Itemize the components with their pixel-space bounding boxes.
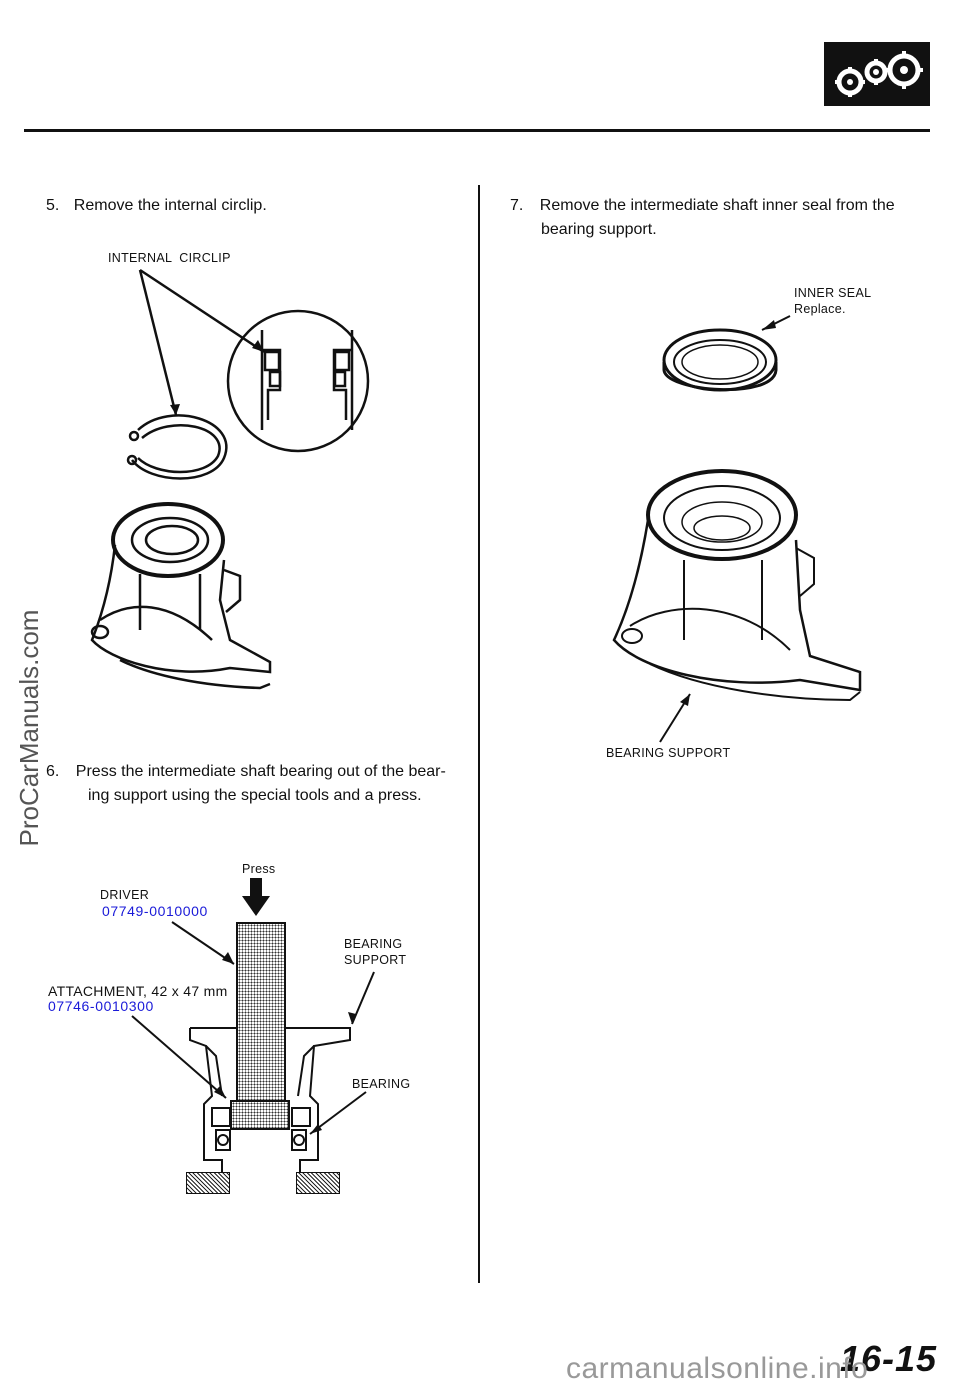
step-6-line1: Press the intermediate shaft bearing out… <box>75 763 446 780</box>
column-divider <box>478 185 480 1283</box>
bearing-support-label: BEARING SUPPORT <box>344 936 406 968</box>
gears-icon <box>824 42 930 106</box>
attachment-label: ATTACHMENT, 42 x 47 mm <box>48 983 228 999</box>
driver-shaft <box>236 922 286 1102</box>
page-number: 16-15 <box>840 1338 938 1379</box>
driver-label: DRIVER <box>100 888 150 902</box>
bearing-support-label-line2: SUPPORT <box>344 953 407 967</box>
driver-part-number: 07749-0010000 <box>102 903 208 919</box>
step-6-number: 6. <box>46 763 60 780</box>
press-label: Press <box>242 862 276 876</box>
attachment-block <box>230 1100 290 1130</box>
internal-circlip-label: INTERNAL CIRCLIP <box>108 251 231 265</box>
footer-site: carmanualsonline.info <box>566 1352 869 1385</box>
step-5-number: 5. <box>46 197 60 214</box>
step-7-number: 7. <box>510 197 524 214</box>
bearing-support-label-line1: BEARING <box>344 937 403 951</box>
bearing-support-right-label: BEARING SUPPORT <box>606 746 731 760</box>
press-arrow-icon <box>242 878 270 916</box>
press-block-right <box>296 1172 340 1194</box>
step-7: 7. Remove the intermediate shaft inner s… <box>510 194 930 242</box>
bearing-label: BEARING <box>352 1077 411 1091</box>
step-7-line1: Remove the intermediate shaft inner seal… <box>539 197 895 214</box>
press-block-left <box>186 1172 230 1194</box>
inner-seal-label: INNER SEAL Replace. <box>794 285 871 317</box>
inner-seal-note: Replace. <box>794 302 846 316</box>
step-6: 6. Press the intermediate shaft bearing … <box>46 760 466 808</box>
inner-seal-label-title: INNER SEAL <box>794 286 872 300</box>
step-5: 5. Remove the internal circlip. <box>46 194 267 218</box>
step-5-text: Remove the internal circlip. <box>73 197 267 214</box>
circlip-diagram <box>90 268 370 690</box>
step-6-line2: ing support using the special tools and … <box>88 787 422 804</box>
header-rule <box>24 129 930 132</box>
step-7-line2: bearing support. <box>541 221 657 238</box>
attachment-part-number: 07746-0010300 <box>48 998 154 1014</box>
